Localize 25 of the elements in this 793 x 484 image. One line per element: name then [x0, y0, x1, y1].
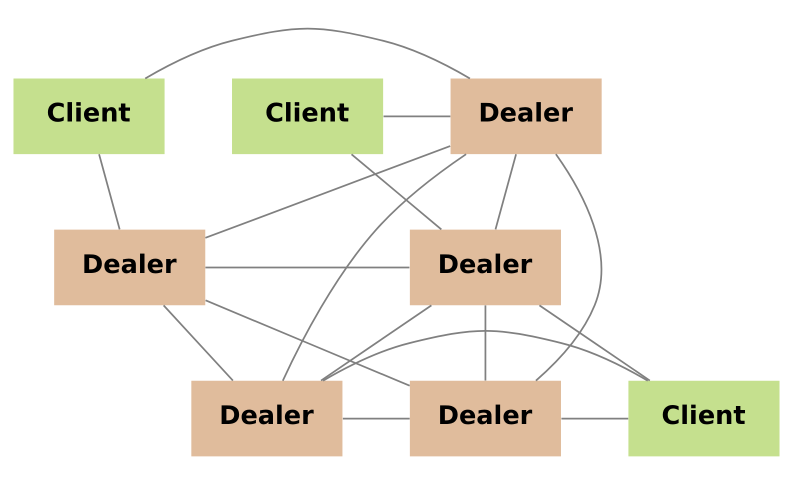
connector: [350, 153, 442, 230]
connector: [282, 152, 467, 381]
connector: [98, 154, 120, 230]
connector: [205, 266, 410, 268]
node-box: Dealer: [450, 78, 602, 154]
node-box: Client: [628, 380, 780, 456]
connector: [162, 304, 234, 381]
connector: [494, 154, 517, 230]
connector: [342, 417, 410, 419]
connector: [538, 304, 650, 381]
node-box: Dealer: [191, 380, 342, 456]
connector: [144, 27, 470, 79]
node-box: Dealer: [410, 229, 561, 305]
connector: [320, 304, 432, 381]
node-box: Client: [232, 78, 384, 154]
connector: [205, 144, 450, 238]
connector: [322, 330, 648, 381]
connector: [561, 417, 628, 419]
node-box: Dealer: [54, 229, 206, 305]
node-box: Client: [13, 78, 165, 154]
node-box: Dealer: [410, 380, 561, 456]
connector: [535, 153, 602, 381]
connector: [205, 299, 410, 386]
connector: [484, 304, 486, 380]
connector: [384, 114, 450, 117]
